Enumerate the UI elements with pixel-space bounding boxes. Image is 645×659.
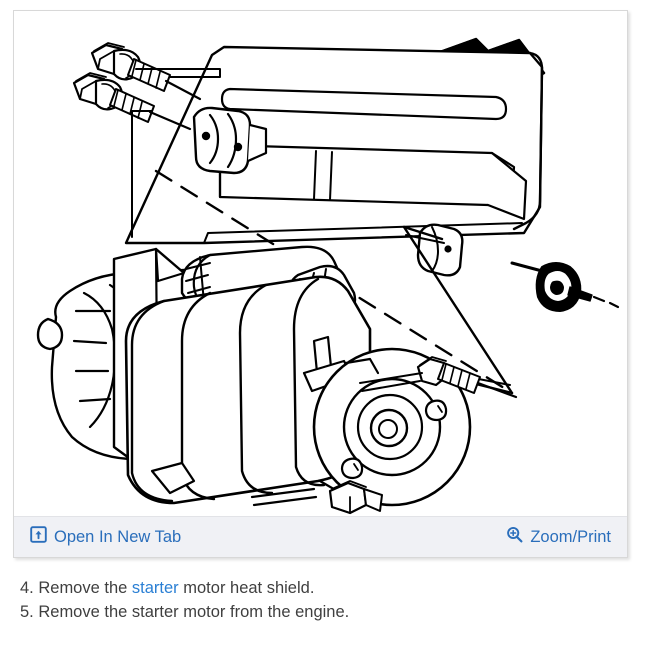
external-link-icon xyxy=(30,526,47,548)
through-bolt-right xyxy=(359,356,518,399)
drive-end-housing xyxy=(312,347,472,507)
heat-shield-plate xyxy=(124,45,544,245)
heat-shield-mid-clip xyxy=(416,223,464,277)
step-text-after: motor heat shield. xyxy=(178,579,315,597)
open-in-new-tab-button[interactable]: Open In New Tab xyxy=(30,526,181,548)
list-item: 4. Remove the starter motor heat shield. xyxy=(20,576,620,600)
step-number: 5. xyxy=(20,603,34,621)
bottom-mount-bolt xyxy=(250,480,383,515)
nut-dashed-leader xyxy=(592,295,620,309)
step-text-before: Remove the xyxy=(33,579,132,597)
bolt-leader-line-2 xyxy=(131,110,153,238)
heat-shield-bracket-ear xyxy=(192,106,268,175)
zoom-print-button[interactable]: Zoom/Print xyxy=(506,526,611,548)
bolt-leader-line-1 xyxy=(135,68,221,78)
shield-bolt-lower xyxy=(72,72,192,131)
mounting-nut xyxy=(510,261,593,312)
step-number: 4. xyxy=(20,579,34,597)
open-in-new-tab-label: Open In New Tab xyxy=(54,527,182,546)
zoom-print-label: Zoom/Print xyxy=(530,527,611,546)
starter-link[interactable]: starter xyxy=(131,579,179,597)
shield-bolt-upper xyxy=(90,42,202,101)
list-item: 5. Remove the starter motor from the eng… xyxy=(20,600,620,624)
callout-pointer xyxy=(402,225,514,395)
image-toolbar: Open In New Tab Zoom/Print xyxy=(14,516,627,557)
magnifier-plus-icon xyxy=(506,526,523,548)
instruction-steps: 4. Remove the starter motor heat shield.… xyxy=(20,576,620,624)
starter-motor-diagram xyxy=(14,11,627,516)
figure-area[interactable] xyxy=(14,11,627,516)
image-card: Open In New Tab Zoom/Print xyxy=(13,10,628,558)
step-text-before: Remove the starter motor from the engine… xyxy=(33,603,350,621)
